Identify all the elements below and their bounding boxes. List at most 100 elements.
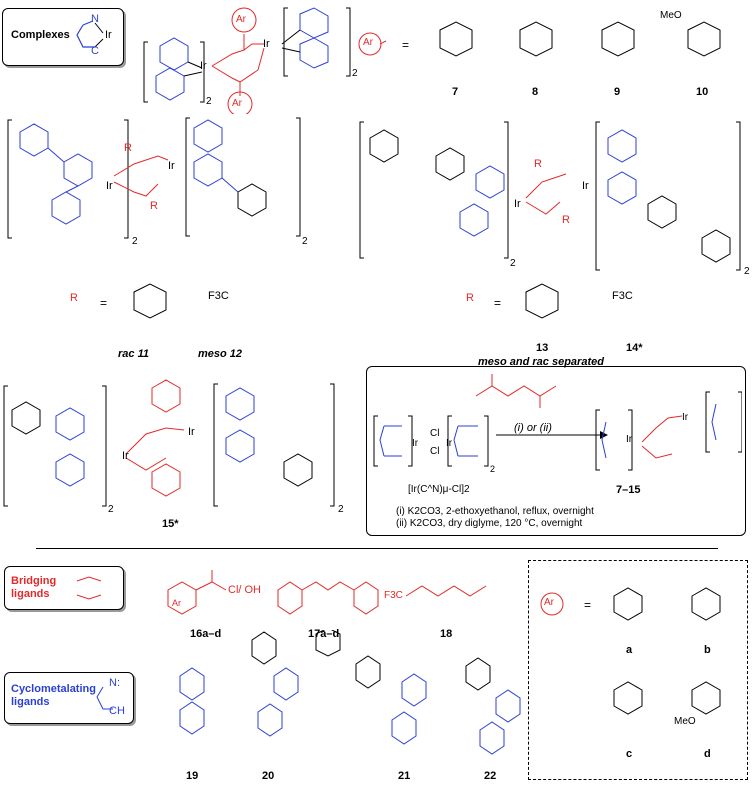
product-ir-right: Ir xyxy=(682,412,689,423)
ar-def-label: Ar xyxy=(363,37,373,48)
complex-13-14-structure xyxy=(359,121,741,271)
ring10-meo: MeO xyxy=(660,10,682,21)
cf3-11: F3C xyxy=(208,290,229,302)
chloro-dimer-structure xyxy=(373,415,489,467)
section-divider xyxy=(36,548,718,549)
label-15: 15* xyxy=(162,518,179,530)
c13-r-top: R xyxy=(534,158,542,170)
top-ar-upper: Ar xyxy=(236,14,246,25)
cn-ir-label: Ir xyxy=(105,29,112,41)
c13-ir-right: Ir xyxy=(582,180,589,192)
top-sub2-right: 2 xyxy=(352,68,358,79)
c13-sub2-right: 2 xyxy=(744,266,750,277)
compound-18-structure xyxy=(405,585,487,597)
c11-sub2-left: 2 xyxy=(132,236,138,247)
cyclometalating-motif-icon xyxy=(96,686,113,710)
r-def-13: R xyxy=(466,292,474,304)
label-20: 20 xyxy=(262,770,275,782)
c11-ir-right: Ir xyxy=(168,160,175,172)
dimer-sub2: 2 xyxy=(490,464,496,474)
label-16: 16a–d xyxy=(190,628,222,640)
reaction-conditions-choice: (i) or (ii) xyxy=(514,422,552,434)
c6f5-ring-11 xyxy=(133,283,167,319)
top-ar-lower: Ar xyxy=(232,98,242,109)
generic-dimer-structure xyxy=(143,7,351,114)
c13-sub2-left: 2 xyxy=(510,258,516,269)
label-7: 7 xyxy=(452,86,459,98)
bridging-ligands-label: Bridging ligands xyxy=(11,575,57,600)
cyclometalating-ch-label: CH xyxy=(109,705,125,717)
cyclometalating-ligands-label: Cyclometalating ligands xyxy=(11,683,96,708)
ar-definition-icon xyxy=(358,32,387,56)
c11-ir-left: Ir xyxy=(106,180,113,192)
ring-d-meo: MeO xyxy=(674,716,696,727)
label-19: 19 xyxy=(186,770,199,782)
label-d: d xyxy=(704,748,711,760)
label-b: b xyxy=(704,644,711,656)
top-ir-right: Ir xyxy=(263,38,270,50)
c13-ir-left: Ir xyxy=(514,198,521,210)
top-sub2-left: 2 xyxy=(206,96,212,107)
c15-sub2-left: 2 xyxy=(108,504,114,515)
c11-r-bottom: R xyxy=(150,200,158,212)
r-def-13-equals: = xyxy=(494,296,502,310)
label-a: a xyxy=(626,644,633,656)
cn-c-label: C xyxy=(91,45,99,57)
dimer-cl-top: Cl xyxy=(430,428,440,439)
aryl-rings-a-d xyxy=(613,587,721,715)
label-rac-11: rac 11 xyxy=(118,348,149,360)
label-21: 21 xyxy=(398,770,411,782)
ir-cn-motif-icon xyxy=(76,20,104,48)
r-def-11: R xyxy=(70,292,78,304)
ar-substituents-box xyxy=(528,560,748,780)
c16-ar: Ar xyxy=(172,598,181,608)
meso-rac-note: meso and rac separated xyxy=(478,356,604,368)
product-structure xyxy=(595,391,742,471)
r-def-11-equals: = xyxy=(100,296,108,310)
complex-15-structure xyxy=(3,379,335,507)
label-18: 18 xyxy=(440,628,453,640)
c6f5-ring-13 xyxy=(525,283,559,319)
compound-16-structure xyxy=(167,570,227,615)
dimer-cl-bottom: Cl xyxy=(430,446,440,457)
bridging-motif-icon xyxy=(76,576,102,600)
cyclometalating-n-label: N: xyxy=(109,677,120,689)
c18-cf3-left: F3C xyxy=(384,590,403,601)
complex-11-12-structure xyxy=(7,117,301,239)
c15-ir-right: Ir xyxy=(188,426,195,438)
ar-def-lower-label: Ar xyxy=(544,597,554,608)
label-9: 9 xyxy=(614,86,621,98)
c15-ir-left: Ir xyxy=(122,450,129,462)
cf3-14: F3C xyxy=(612,290,633,302)
label-13: 13 xyxy=(536,342,549,354)
condition-i: (i) K2CO3, 2-ethoxyethanol, reflux, over… xyxy=(396,506,594,517)
label-c: c xyxy=(626,748,633,760)
dimer-ir-right: Ir xyxy=(446,438,453,449)
top-ir-left: Ir xyxy=(200,60,207,72)
label-meso-12: meso 12 xyxy=(198,348,243,360)
ligands-19-22-structures xyxy=(179,630,521,755)
label-14: 14* xyxy=(626,342,643,354)
ar-def-icon-lower xyxy=(540,592,564,616)
product-range-label: 7–15 xyxy=(616,484,641,496)
cyclometalating-ligands-box: Cyclometalating ligands N: CH xyxy=(4,672,134,724)
c13-r-bottom: R xyxy=(562,214,570,226)
c11-sub2-right: 2 xyxy=(302,236,308,247)
bridging-ligands-box: Bridging ligands xyxy=(4,566,124,610)
dimer-ir-left: Ir xyxy=(412,438,419,449)
hydrazide-reagent xyxy=(475,374,557,408)
label-22: 22 xyxy=(484,770,497,782)
cn-n-label: N xyxy=(91,13,99,25)
reaction-arrow xyxy=(496,431,608,439)
label-8: 8 xyxy=(532,86,539,98)
dimer-formula: [Ir(C^N)μ-Cl]2 xyxy=(408,484,470,495)
aryl-rings-7-10 xyxy=(439,21,721,57)
label-10: 10 xyxy=(696,86,709,98)
product-ir-left: Ir xyxy=(626,434,633,445)
reaction-scheme-box xyxy=(366,366,746,536)
condition-ii: (ii) K2CO3, dry diglyme, 120 °C, overnig… xyxy=(396,518,583,529)
c11-r-top: R xyxy=(124,142,132,154)
c15-sub2-right: 2 xyxy=(338,504,344,515)
complexes-legend-label: Complexes xyxy=(11,29,70,41)
ar-equals: = xyxy=(402,38,410,52)
